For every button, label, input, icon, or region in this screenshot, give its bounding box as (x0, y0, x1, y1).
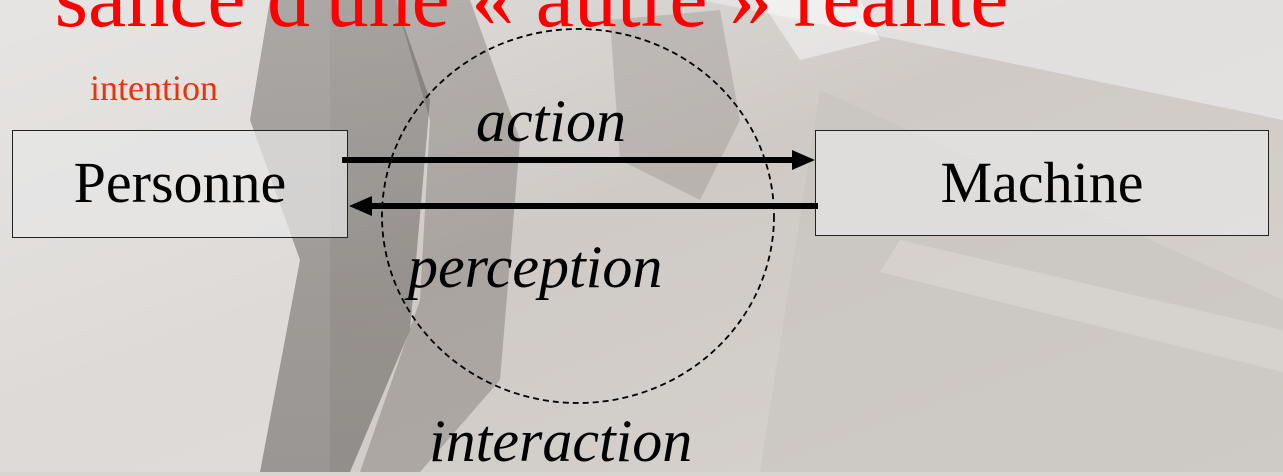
interaction-circle (381, 28, 775, 404)
interaction-label: interaction (429, 408, 693, 474)
intention-label: intention (90, 68, 218, 108)
personne-node: Personne (12, 130, 348, 238)
perception-arrowhead (349, 196, 372, 216)
machine-node: Machine (815, 130, 1269, 236)
perception-label: perception (408, 234, 663, 300)
slide-title: sance d'une « autre » réalité (0, 0, 1173, 52)
action-arrowhead (792, 150, 815, 170)
action-label: action (476, 88, 626, 154)
